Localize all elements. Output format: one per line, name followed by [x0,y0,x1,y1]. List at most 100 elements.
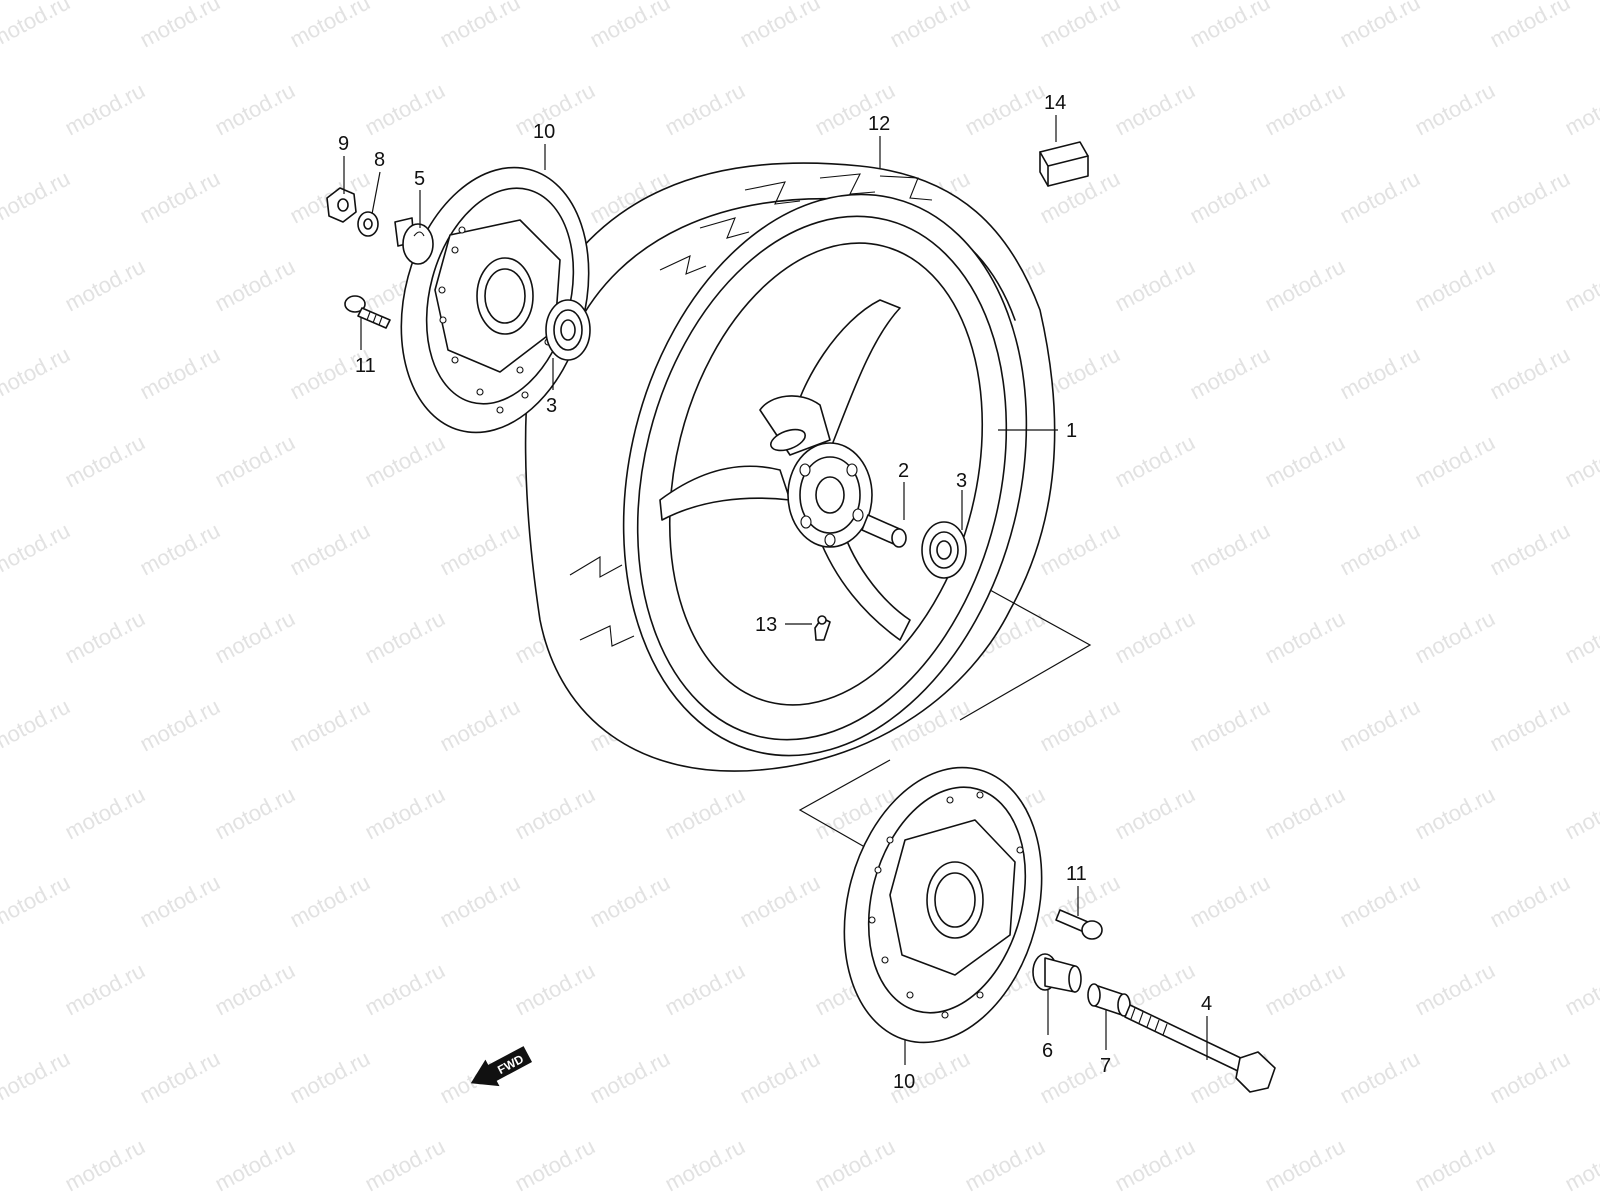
watermark-text: motod.ru [286,0,374,52]
watermark-text: motod.ru [586,0,674,52]
watermark-text: motod.ru [1036,0,1124,52]
watermark-text: motod.ru [0,870,74,933]
watermark-text: motod.ru [436,0,524,52]
watermark-text: motod.ru [0,342,74,405]
watermark-text: motod.ru [1111,78,1199,141]
watermark-text: motod.ru [1261,78,1349,141]
watermark-text: motod.ru [661,1134,749,1197]
callout-10: 10 [893,1071,915,1093]
disc-holes-lower [868,791,1024,1019]
watermark-text: motod.ru [361,606,449,669]
spoke-cutout [770,428,806,452]
watermark-text: motod.ru [1561,254,1600,317]
watermark-text: motod.ru [286,518,374,581]
watermark-text: motod.ru [1186,166,1274,229]
watermark-text: motod.ru [1186,0,1274,52]
watermark-text: motod.ru [1561,606,1600,669]
brake-disc-lower [843,766,1043,1044]
bearing-left [545,299,591,361]
watermark-text: motod.ru [361,430,449,493]
watermark-text: motod.ru [211,254,299,317]
callout-9: 9 [338,133,349,155]
rim-inner-1 [636,215,1008,741]
watermark-text: motod.ru [436,694,524,757]
callout-1: 1 [1066,420,1077,442]
watermark-text: motod.ru [136,694,224,757]
callout-4: 4 [1201,993,1212,1015]
wheel-spokes [659,299,911,641]
watermark-text: motod.ru [61,958,149,1021]
hub-bolt-holes [799,463,864,547]
watermark-text: motod.ru [361,78,449,141]
axle-part-4 [1124,1004,1276,1093]
watermark-text: motod.ru [1036,694,1124,757]
watermark-text: motod.ru [436,870,524,933]
watermark-text: motod.ru [1486,870,1574,933]
callout-3: 3 [546,395,557,417]
brake-disc-upper [400,166,590,434]
watermark-text: motod.ru [961,78,1049,141]
collar-part-5 [394,217,434,265]
watermark-text: motod.ru [1111,606,1199,669]
callout-12: 12 [868,113,890,135]
watermark-text: motod.ru [1561,430,1600,493]
watermark-text: motod.ru [1261,782,1349,845]
watermark-text: motod.ru [1561,782,1600,845]
callout-14: 14 [1044,92,1066,114]
bolt-part-11-upper [344,295,391,329]
watermark-text: motod.ru [511,958,599,1021]
watermark-text: motod.ru [211,958,299,1021]
watermark-text: motod.ru [511,782,599,845]
watermark-text: motod.ru [1486,518,1574,581]
callout-7: 7 [1100,1055,1111,1077]
watermark-text: motod.ru [1186,694,1274,757]
watermark-text: motod.ru [1111,1134,1199,1197]
watermark-text: motod.ru [1486,0,1574,52]
watermark-text: motod.ru [61,254,149,317]
washer-part-8 [357,211,379,237]
wheel-assembly [524,162,1056,772]
watermark-text: motod.ru [1336,166,1424,229]
watermark-text: motod.ru [736,1046,824,1109]
callout-11: 11 [355,355,376,377]
watermark-text: motod.ru [1186,870,1274,933]
hub-bore [815,476,845,514]
watermark-text: motod.ru [1561,78,1600,141]
hub-flange [799,456,861,534]
spacer-part-2 [861,514,907,548]
callout-11: 11 [1066,863,1087,885]
valve-part-13 [814,615,831,641]
watermark-text: motod.ru [961,1134,1049,1197]
rim-inner-2 [668,242,984,706]
watermark-text: motod.ru [211,606,299,669]
watermark-text: motod.ru [286,1046,374,1109]
watermark-text: motod.ru [1486,694,1574,757]
watermark-text: motod.ru [886,0,974,52]
watermark-text: motod.ru [286,694,374,757]
watermark-text: motod.ru [136,166,224,229]
watermark-text: motod.ru [0,518,74,581]
watermark-text: motod.ru [511,1134,599,1197]
watermark-text: motod.ru [1411,254,1499,317]
watermark-text: motod.ru [1336,1046,1424,1109]
watermark-text: motod.ru [1336,518,1424,581]
watermark-text: motod.ru [136,870,224,933]
callout-2: 2 [898,460,909,482]
watermark-text: motod.ru [136,0,224,52]
callout-10: 10 [533,121,555,143]
collar-part-6 [1032,953,1082,993]
watermark-text: motod.ru [436,518,524,581]
watermark-text: motod.ru [61,78,149,141]
watermark-text: motod.ru [1111,430,1199,493]
watermark-text: motod.ru [661,782,749,845]
spacer-part-7 [1087,983,1131,1017]
watermark-text: motod.ru [1486,342,1574,405]
watermark-text: motod.ru [0,694,74,757]
callout-labels: 1 2 3 3 4 5 6 7 8 9 10 10 11 11 12 13 14 [338,92,1212,1093]
watermark-text: motod.ru [0,166,74,229]
watermark-text: motod.ru [1036,518,1124,581]
watermark-text: motod.ru [1261,1134,1349,1197]
watermark-text: motod.ru [661,958,749,1021]
watermark-text: motod.ru [0,0,74,52]
seal-part-14 [1039,141,1089,187]
